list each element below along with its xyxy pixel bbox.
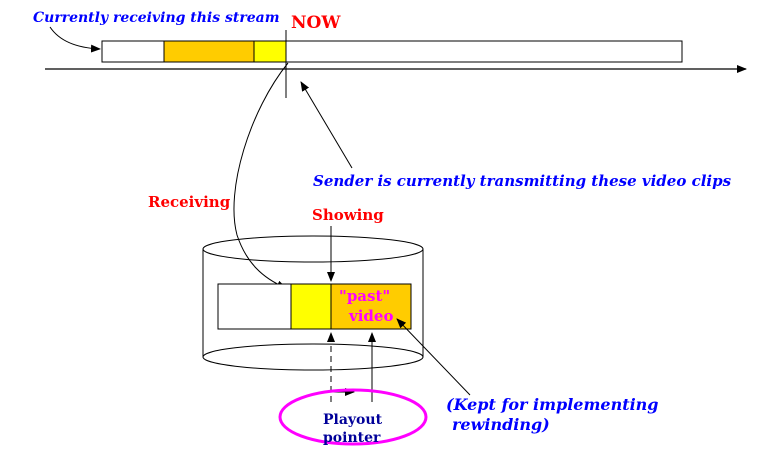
kept-arrow bbox=[396, 318, 471, 396]
sender-transmitting-label: Sender is currently transmitting these v… bbox=[313, 172, 732, 190]
cylinder-bottom bbox=[202, 343, 424, 371]
playout-label-line1: Playout bbox=[323, 412, 383, 428]
past-video-label-line1: "past" bbox=[339, 287, 390, 305]
past-video-label-line2: video bbox=[348, 307, 393, 325]
currently-receiving-label: Currently receiving this stream bbox=[33, 10, 280, 26]
now-label: NOW bbox=[291, 13, 341, 33]
buffer-showing-segment bbox=[290, 283, 332, 330]
playout-label-line2: pointer bbox=[323, 430, 381, 446]
sender-arrow bbox=[300, 81, 353, 169]
receiving-curve-arrow bbox=[233, 62, 289, 289]
stream-received-segment bbox=[163, 40, 255, 63]
playout-pointer-ellipse bbox=[278, 388, 428, 446]
showing-label: Showing bbox=[312, 206, 384, 224]
kept-label-line1: (Kept for implementing bbox=[446, 395, 659, 414]
cylinder-top bbox=[202, 235, 424, 263]
kept-label-line2: rewinding) bbox=[452, 415, 550, 434]
stream-sending-segment bbox=[253, 40, 287, 63]
receiving-label: Receiving bbox=[148, 193, 231, 211]
receiving-stream-arrow bbox=[49, 26, 101, 53]
